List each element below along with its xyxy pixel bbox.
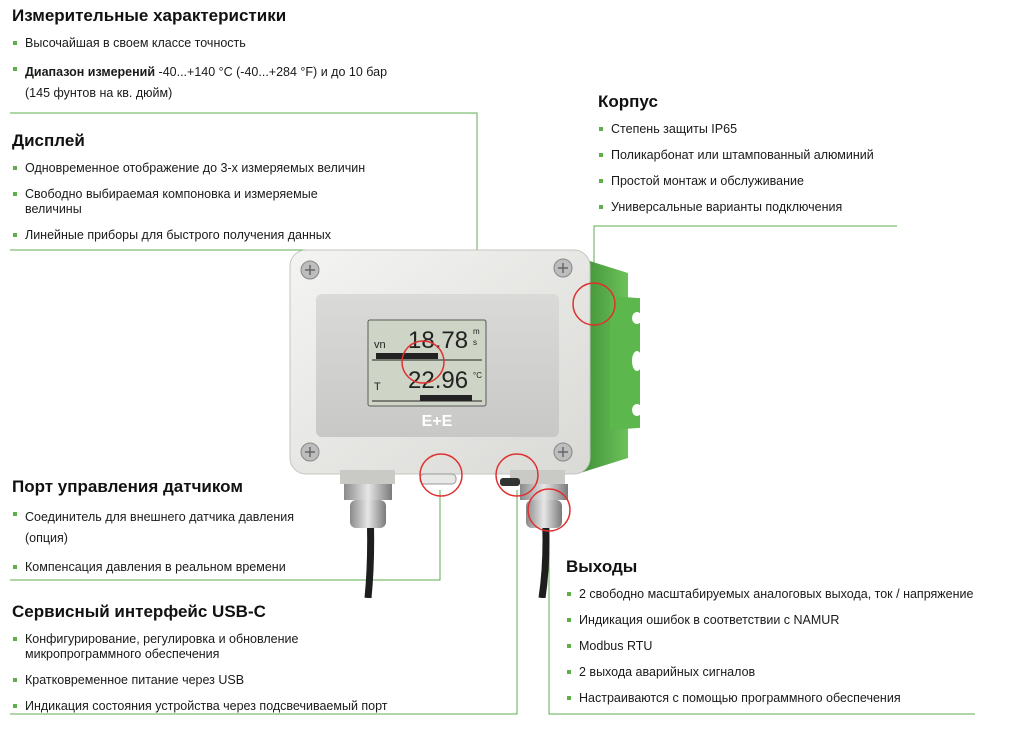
usb-title: Сервисный интерфейс USB-C	[12, 602, 266, 621]
cable-gland-left	[344, 484, 392, 528]
connector-measurement	[10, 112, 478, 250]
connector-sensor-port	[10, 490, 441, 581]
display-item: Линейные приборы для быстрого получения …	[12, 228, 397, 243]
display-title: Дисплей	[12, 131, 85, 150]
sensor-port-section: Порт управления датчиком Соединитель для…	[12, 477, 342, 586]
usb-c-port	[500, 478, 520, 486]
lcd-unit-1-bottom: s	[473, 338, 477, 347]
lcd-value-1: 18.78	[408, 327, 468, 354]
connector-usb	[10, 490, 518, 715]
measurement-section: Измерительные характеристики Высочайшая …	[12, 6, 392, 115]
usb-item: Индикация состояния устройства через под…	[12, 699, 432, 714]
lcd-label-1: vn	[374, 339, 386, 351]
sensor-port-item: Компенсация давления в реальном времени	[12, 560, 342, 575]
lcd-bar-1	[376, 353, 438, 359]
lcd-unit-2: °C	[473, 371, 482, 380]
housing-item: Поликарбонат или штампованный алюминий	[598, 148, 918, 163]
display-item: Свободно выбираемая компоновка и измеряе…	[12, 187, 345, 217]
usb-section: Сервисный интерфейс USB-C Конфигурирован…	[12, 602, 432, 725]
sensor-port	[419, 473, 457, 485]
highlight-display	[401, 340, 445, 384]
highlight-sensor-port	[419, 453, 463, 497]
usb-item: Кратковременное питание через USB	[12, 673, 432, 688]
measurement-item: Диапазон измерений -40...+140 °C (-40...…	[12, 62, 392, 104]
display-section: Дисплей Одновременное отображение до 3-х…	[12, 131, 397, 254]
housing-item: Универсальные варианты подключения	[598, 200, 918, 215]
mounting-bracket	[610, 296, 640, 430]
lcd-screen	[367, 319, 487, 407]
usb-item: Конфигурирование, регулировка и обновлен…	[12, 632, 345, 662]
connector-outputs	[548, 520, 975, 715]
outputs-item: Настраиваются с помощью программного обе…	[566, 691, 1016, 706]
device-illustration: vn 18.78 m s T 22.96 °C E+E	[289, 249, 640, 598]
housing-item: Степень защиты IP65	[598, 122, 918, 137]
outputs-section: Выходы 2 свободно масштабируемых аналого…	[566, 557, 1016, 717]
lcd-unit-1-top: m	[473, 327, 480, 336]
lcd-value-2: 22.96	[408, 367, 468, 394]
housing-title: Корпус	[598, 92, 658, 111]
lcd-label-2: T	[374, 381, 381, 393]
outputs-item: 2 выхода аварийных сигналов	[566, 665, 1016, 680]
housing-item: Простой монтаж и обслуживание	[598, 174, 918, 189]
highlight-outputs	[527, 488, 571, 532]
lcd-bar-2	[420, 395, 472, 401]
highlight-housing	[572, 282, 616, 326]
cable-gland-right	[520, 484, 568, 528]
outputs-title: Выходы	[566, 557, 638, 576]
sensor-port-title: Порт управления датчиком	[12, 477, 243, 496]
display-item: Одновременное отображение до 3-х измеряе…	[12, 161, 397, 176]
measurement-item: Высочайшая в своем классе точность	[12, 36, 392, 51]
measurement-title: Измерительные характеристики	[12, 6, 287, 25]
outputs-item: Индикация ошибок в соответствии с NAMUR	[566, 613, 1016, 628]
highlight-usb	[495, 453, 539, 497]
housing-section: Корпус Степень защиты IP65 Поликарбонат …	[598, 92, 918, 226]
outputs-item: Modbus RTU	[566, 639, 1016, 654]
outputs-item: 2 свободно масштабируемых аналоговых вых…	[566, 587, 1016, 602]
brand-logo: E+E	[422, 413, 453, 430]
sensor-port-item: Соединитель для внешнего датчика давлени…	[12, 507, 335, 549]
